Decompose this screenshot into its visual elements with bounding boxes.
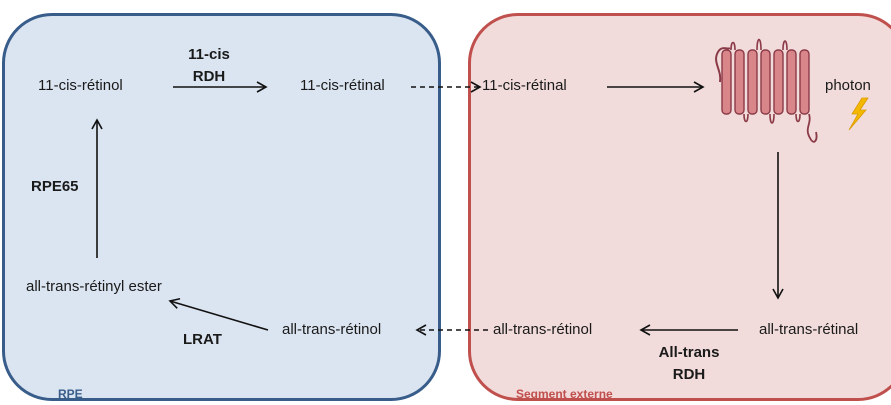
rhodopsin-icon [715, 38, 818, 143]
enzyme-all-trans-rdh-line2: RDH [672, 366, 706, 383]
enzyme-11cis-rdh-line1: 11-cis [188, 46, 230, 63]
label-all-trans-retinol-segment: all-trans-rétinol [493, 321, 593, 338]
enzyme-11cis-rdh: 11-cis RDH [178, 44, 240, 88]
enzyme-all-trans-rdh-line1: All-trans [658, 344, 720, 361]
outer-segment-compartment [468, 13, 891, 401]
label-11-cis-retinal-segment: 11-cis-rétinal [482, 77, 567, 94]
rpe-compartment [2, 13, 441, 401]
label-all-trans-retinol-rpe: all-trans-rétinol [282, 321, 382, 338]
enzyme-rpe65: RPE65 [31, 178, 79, 195]
enzyme-lrat: LRAT [183, 331, 222, 348]
enzyme-11cis-rdh-line2: RDH [192, 68, 226, 85]
label-all-trans-retinal: all-trans-rétinal [759, 321, 859, 338]
label-photon: photon [825, 77, 871, 94]
compartment-label-rpe: RPE [58, 387, 83, 401]
compartment-label-segment: Segment externe [516, 387, 613, 401]
label-11-cis-retinal-rpe: 11-cis-rétinal [300, 77, 385, 94]
label-retinyl-ester: all-trans-rétinyl ester [26, 278, 162, 295]
arrow-lrat [168, 297, 269, 331]
lightning-bolt-icon [848, 97, 869, 131]
label-11-cis-retinol: 11-cis-rétinol [38, 77, 123, 94]
enzyme-all-trans-rdh: All-trans RDH [648, 342, 730, 386]
